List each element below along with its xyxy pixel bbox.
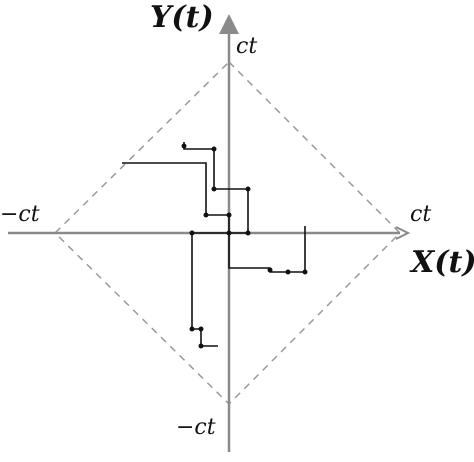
walk-vertex [267,267,273,273]
walk-path-lower-left [191,232,229,347]
walk-vertex [198,343,204,349]
walk-vertex [189,230,195,236]
walk-vertex [189,326,195,332]
walk-vertex [302,269,308,275]
y-axis-label: Y(t) [150,0,214,35]
walk-vertex [245,230,251,236]
walk-path-upper-left [122,162,230,233]
top-ct-label: ct [236,34,257,59]
walk-vertex [198,326,204,332]
walk-vertex [211,146,217,152]
walk-vertex [226,230,232,236]
walk-vertex [226,212,232,218]
random-walks [122,142,306,347]
walk-vertices [181,143,308,349]
x-axis-label: X(t) [409,245,474,280]
right-ct-label: ct [410,202,431,227]
left-ct-label: −ct [0,202,40,227]
walk-vertex [285,269,291,275]
x-axis-arrow-icon [395,226,411,240]
walk-vertex [203,212,209,218]
walk-vertex [181,143,187,149]
bottom-ct-label: −ct [176,415,216,440]
walk-vertex [211,186,217,192]
walk-vertex [245,186,251,192]
